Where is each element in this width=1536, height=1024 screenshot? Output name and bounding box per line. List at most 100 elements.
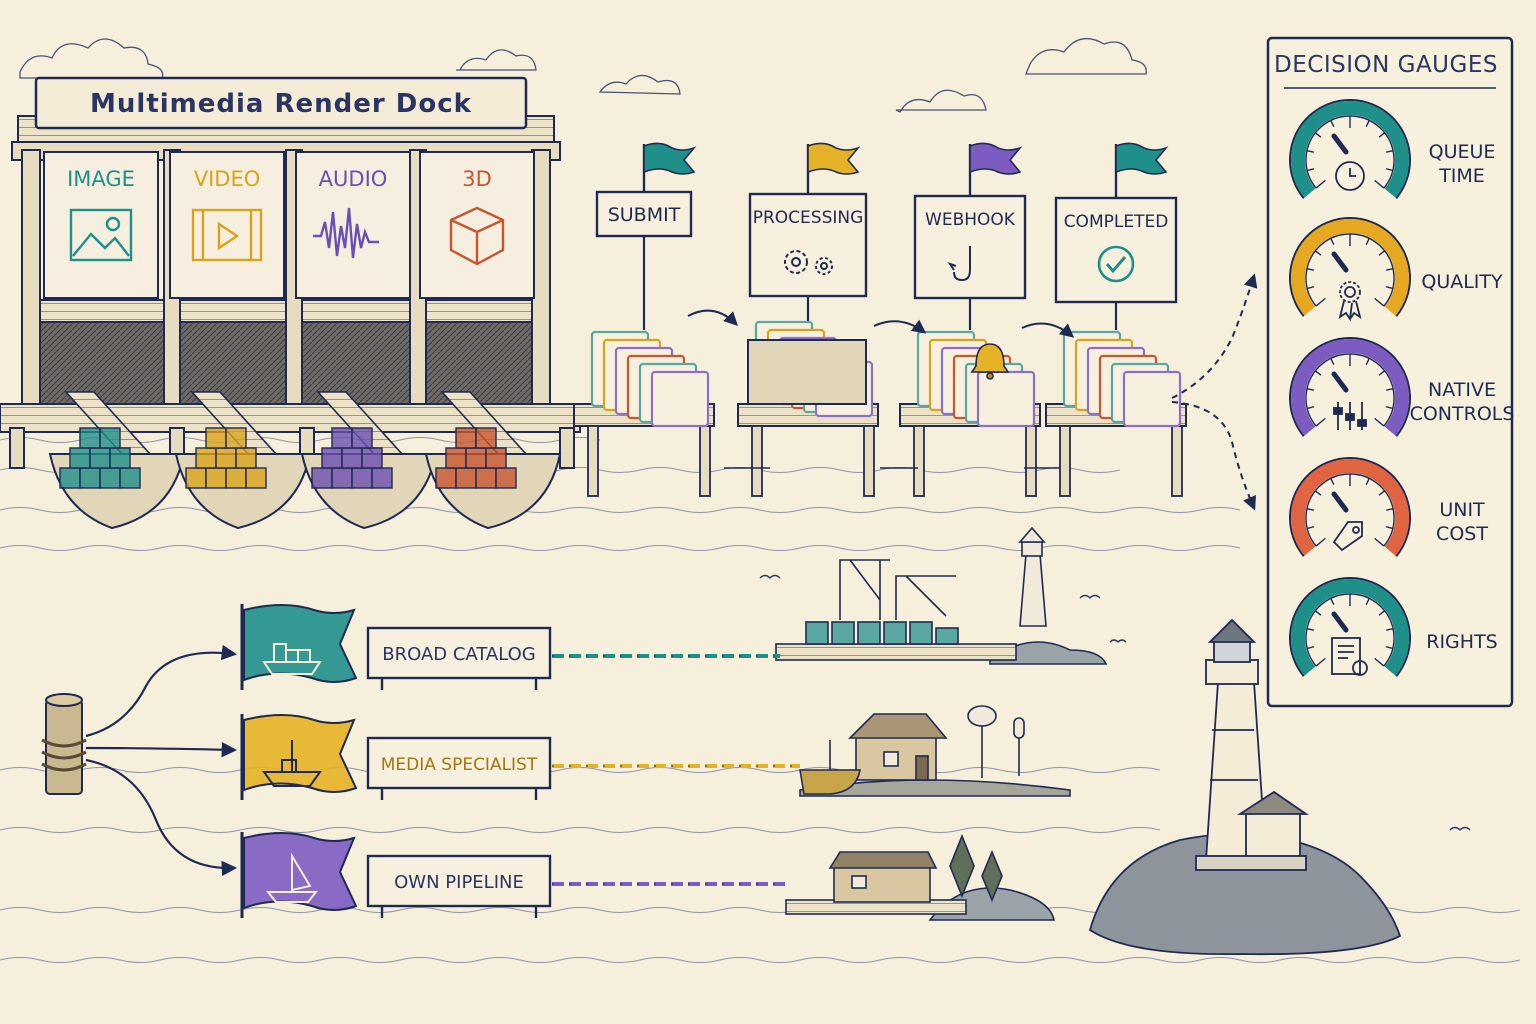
sailboat-icon [265, 852, 319, 903]
arrow-webhook-to-completed [1021, 322, 1075, 338]
route-sign [366, 626, 552, 680]
bay-label: AUDIO [319, 167, 388, 191]
container-port [775, 526, 1108, 665]
certificate-icon [1331, 637, 1368, 676]
stage-flag [807, 142, 861, 175]
gears-icon [784, 250, 833, 275]
job-cards [1062, 330, 1182, 428]
route-label: MEDIA SPECIALIST [381, 755, 538, 775]
gauge-rights: RIGHTS [1289, 577, 1498, 677]
clock-icon [1335, 161, 1365, 191]
gauge-needle [1331, 611, 1349, 633]
gauge-outline [1289, 457, 1411, 557]
gauge-label: NATIVE [1428, 379, 1496, 401]
stage-flag [643, 142, 697, 175]
stage-label: WEBHOOK [925, 210, 1016, 230]
pipeline: SUBMIT PROCESSING WEBHOOK COMPLETED [573, 142, 1187, 497]
routes: BROAD CATALOG MEDIA SPECIALIST OWN PIPELIN… [240, 604, 800, 918]
gauge-label: COST [1436, 523, 1488, 545]
image-icon [69, 208, 133, 262]
route-ropes [85, 644, 238, 877]
job-cards [590, 330, 710, 428]
route-flag [243, 714, 358, 793]
dock-bay-image: IMAGE [43, 151, 186, 530]
gauge-needle [1331, 133, 1349, 155]
gauge-outline [1289, 577, 1411, 677]
gauge-band [1291, 219, 1409, 316]
gauge-ticks [1306, 116, 1394, 189]
dock-title-sign [34, 76, 528, 130]
gauge-ticks [1306, 234, 1394, 307]
gauge-label: TIME [1438, 165, 1485, 187]
route-label: BROAD CATALOG [382, 644, 536, 665]
gauge-band [1291, 101, 1409, 198]
gauge-label: RIGHTS [1426, 631, 1497, 653]
dock-bay-video: VIDEO [169, 151, 312, 530]
stage-flag [1115, 142, 1169, 175]
bay-panel [169, 151, 285, 299]
gauge-outline [1289, 217, 1411, 317]
stage-label: PROCESSING [753, 208, 864, 228]
cube-icon [449, 206, 505, 266]
gauge-needle [1331, 371, 1349, 393]
stage-submit: SUBMIT [573, 142, 715, 497]
cargo-crates [435, 427, 517, 489]
arrow-completed-to-gauges-lower [1171, 401, 1256, 511]
route-media-specialist: MEDIA SPECIALIST [240, 714, 800, 800]
arrow-submit-to-processing [687, 309, 738, 326]
route-sign [366, 854, 552, 908]
waveform-icon [313, 207, 379, 259]
cargo-crates [311, 427, 393, 489]
gauge-band [1291, 579, 1409, 676]
gauge-label: UNIT [1439, 499, 1485, 521]
cargo-crates [185, 427, 267, 489]
arrow-completed-to-gauges-upper [1171, 273, 1258, 399]
route-label: OWN PIPELINE [394, 872, 524, 893]
fishing-boat-icon [262, 740, 322, 787]
stage-label: COMPLETED [1064, 212, 1169, 232]
stage-completed: COMPLETED [1045, 142, 1187, 497]
bay-panel [295, 151, 411, 299]
hook-icon [947, 246, 971, 282]
gauge-outline [1289, 99, 1411, 199]
video-icon [191, 208, 263, 262]
stage-flag [969, 142, 1023, 175]
private-cabin [785, 833, 1055, 921]
gauge-label: QUEUE [1429, 141, 1496, 163]
dock-bay-3d: 3D [419, 151, 562, 530]
stage-processing: PROCESSING [737, 142, 879, 497]
route-broad-catalog: BROAD CATALOG [240, 604, 780, 690]
container-ship-icon [262, 643, 322, 675]
route-flag [243, 832, 358, 911]
gauge-needle [1331, 491, 1349, 513]
mooring-bollard [41, 693, 87, 795]
route-own-pipeline: OWN PIPELINE [240, 832, 786, 918]
route-flag [243, 604, 358, 683]
gauge-band [1291, 339, 1409, 436]
stage-sign [913, 194, 1027, 300]
cargo-crates [59, 427, 141, 489]
sliders-icon [1333, 402, 1367, 430]
stage-sign [1054, 196, 1178, 304]
gauge-outline [1289, 337, 1411, 437]
gauge-label: QUALITY [1421, 271, 1503, 293]
lighthouse-island [1088, 618, 1402, 956]
gauges-title: DECISION GAUGES [1274, 52, 1498, 78]
route-sign [366, 736, 552, 790]
bay-label: IMAGE [67, 167, 135, 191]
processing-machine [747, 339, 867, 405]
bay-panel [419, 151, 535, 299]
stage-webhook: WEBHOOK [899, 142, 1041, 497]
gauge-label: CONTROLS [1410, 403, 1515, 425]
gauge-needle [1331, 251, 1349, 273]
dock-title: Multimedia Render Dock [90, 89, 472, 119]
bay-panel [43, 151, 159, 299]
pipeline-arrows [687, 273, 1258, 511]
price-tag-icon [1332, 521, 1363, 552]
gauge-ticks [1306, 594, 1394, 667]
stage-label: SUBMIT [608, 204, 681, 226]
gauge-band [1291, 459, 1409, 556]
